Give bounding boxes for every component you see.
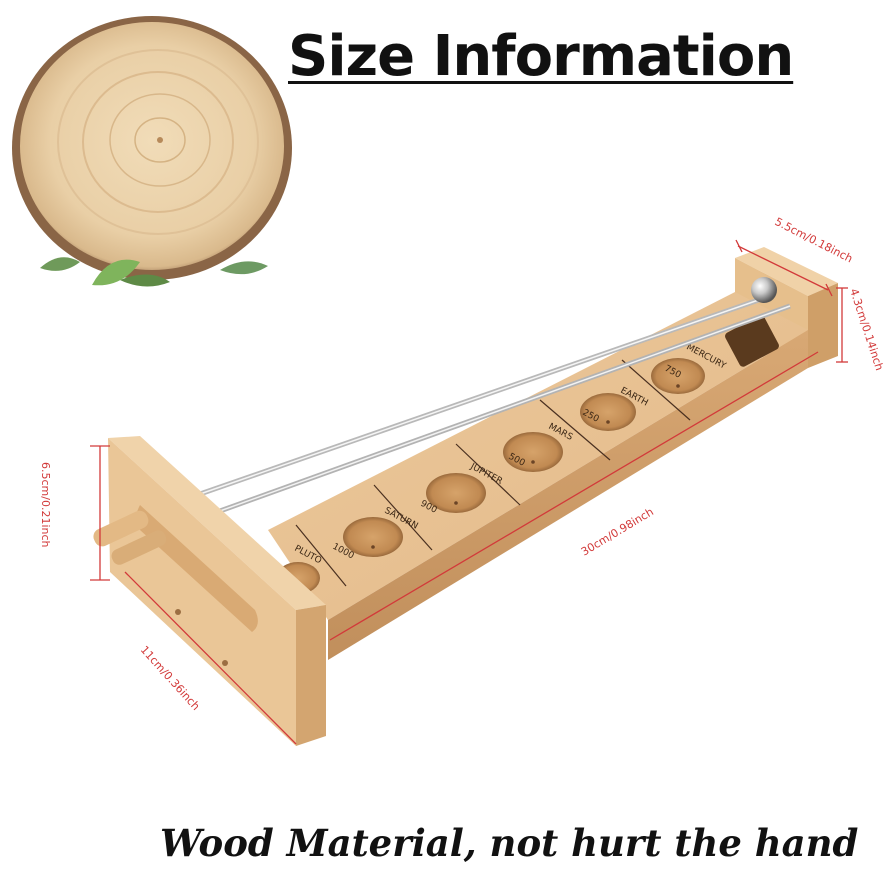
dimension-lines <box>90 239 848 745</box>
page-title: Size Information <box>288 24 794 89</box>
pendulum-board: MERCURY 750 EARTH 250 MARS 500 JUPITER 9… <box>268 247 838 660</box>
dim-label-top-height: 4.3cm/0.14inch <box>847 287 886 372</box>
left-stand <box>93 436 326 746</box>
brand-logo-icon <box>725 315 779 367</box>
dim-label-length: 30cm/0.98inch <box>579 505 656 558</box>
dim-label-base-width: 11cm/0.36inch <box>138 643 203 713</box>
steel-ball <box>751 277 777 303</box>
pendulum-rods <box>199 277 791 519</box>
caption-text: Wood Material, not hurt the hand <box>160 821 859 865</box>
dim-label-side-height: 6.5cm/0.21inch <box>39 462 52 548</box>
wood-slab-image <box>12 16 292 287</box>
